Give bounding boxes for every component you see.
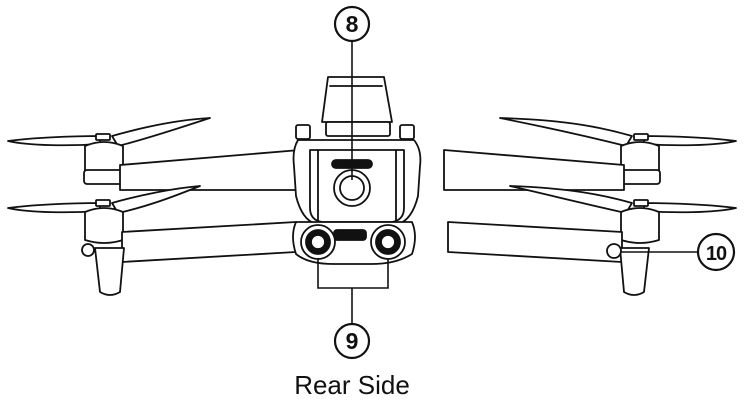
arm-upper-left xyxy=(119,149,301,191)
motor-bottom-right xyxy=(620,199,660,244)
rear-vision-sensor-right xyxy=(370,224,406,260)
callout-10: 10 xyxy=(696,232,736,272)
callout-9: 9 xyxy=(333,322,371,360)
motor-top-left xyxy=(83,133,127,185)
leader-bracket-9 xyxy=(317,258,389,324)
propeller-top-left xyxy=(7,117,211,147)
gps-module xyxy=(321,76,393,137)
propeller-bottom-right xyxy=(509,185,737,214)
rear-vision-sensor-left xyxy=(300,224,336,260)
center-vent xyxy=(333,229,367,241)
diagram-caption: Rear Side xyxy=(294,370,410,400)
callout-8: 8 xyxy=(333,5,371,43)
landing-leg-right xyxy=(619,247,650,296)
arm-upper-right xyxy=(443,149,625,191)
motor-top-right xyxy=(617,133,661,185)
landing-leg-left xyxy=(94,247,125,296)
arm-lower-left xyxy=(121,221,297,263)
motor-bottom-left xyxy=(84,199,124,244)
side-hook-left xyxy=(295,124,311,140)
svg-text:8: 8 xyxy=(346,11,359,37)
svg-text:10: 10 xyxy=(706,243,727,265)
svg-text:9: 9 xyxy=(346,328,359,354)
leg-light-left xyxy=(81,243,95,257)
side-hook-right xyxy=(399,124,415,140)
propeller-top-right xyxy=(499,117,737,147)
propeller-bottom-left xyxy=(7,185,201,214)
leg-light-right xyxy=(606,243,622,259)
arm-lower-right xyxy=(447,221,623,263)
